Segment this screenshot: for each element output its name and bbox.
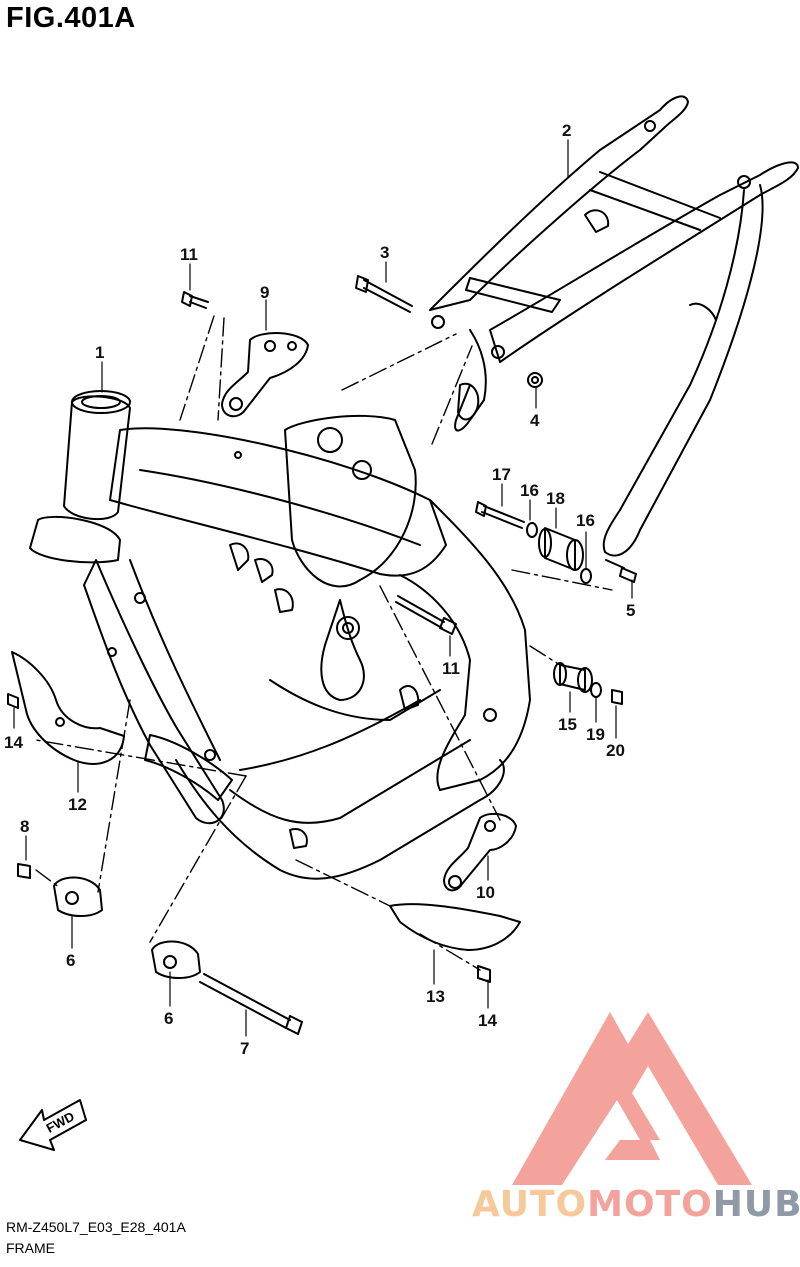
callout-8: 8 [20,817,29,836]
callout-11a: 11 [180,245,198,264]
callout-20: 20 [606,741,625,760]
callout-16b: 16 [576,511,595,530]
fwd-arrow-icon [19,1099,87,1151]
callout-14b: 14 [478,1011,497,1030]
callout-13: 13 [426,987,445,1006]
callout-9: 9 [260,283,269,302]
callout-19: 19 [586,725,605,744]
callout-16a: 16 [520,481,539,500]
watermark-wordmark: AUTOMOTOHUB [472,1184,800,1225]
watermark-moto: MOTO [587,1184,713,1225]
sub-frame [429,95,799,557]
callout-12: 12 [68,795,87,814]
callout-17: 17 [492,465,511,484]
section-name: FRAME [6,1240,55,1256]
svg-text:AUTOMOTOHUB: AUTOMOTOHUB [472,1184,800,1225]
callout-6b: 6 [164,1009,173,1028]
fwd-label: FWD [44,1109,77,1136]
model-code: RM-Z450L7_E03_E28_401A [6,1219,186,1235]
callout-6a: 6 [66,951,75,970]
callout-7: 7 [240,1039,249,1058]
hardware [7,275,637,1035]
callout-1: 1 [95,343,104,362]
callout-18: 18 [546,489,565,508]
callout-5: 5 [626,601,635,620]
figure-title: FIG.401A [6,2,136,34]
callout-2: 2 [562,121,571,140]
main-frame [29,390,531,880]
callout-11b: 11 [442,659,460,678]
watermark-hub: HUB [713,1184,800,1225]
watermark-logo [512,1012,752,1185]
callout-4: 4 [530,411,540,430]
leader-lines [35,315,613,971]
watermark-auto: AUTO [472,1184,587,1225]
callout-leaders [13,139,633,1037]
callout-14a: 14 [4,733,23,752]
callout-3: 3 [380,243,389,262]
callout-10: 10 [476,883,495,902]
callout-15: 15 [558,715,577,734]
